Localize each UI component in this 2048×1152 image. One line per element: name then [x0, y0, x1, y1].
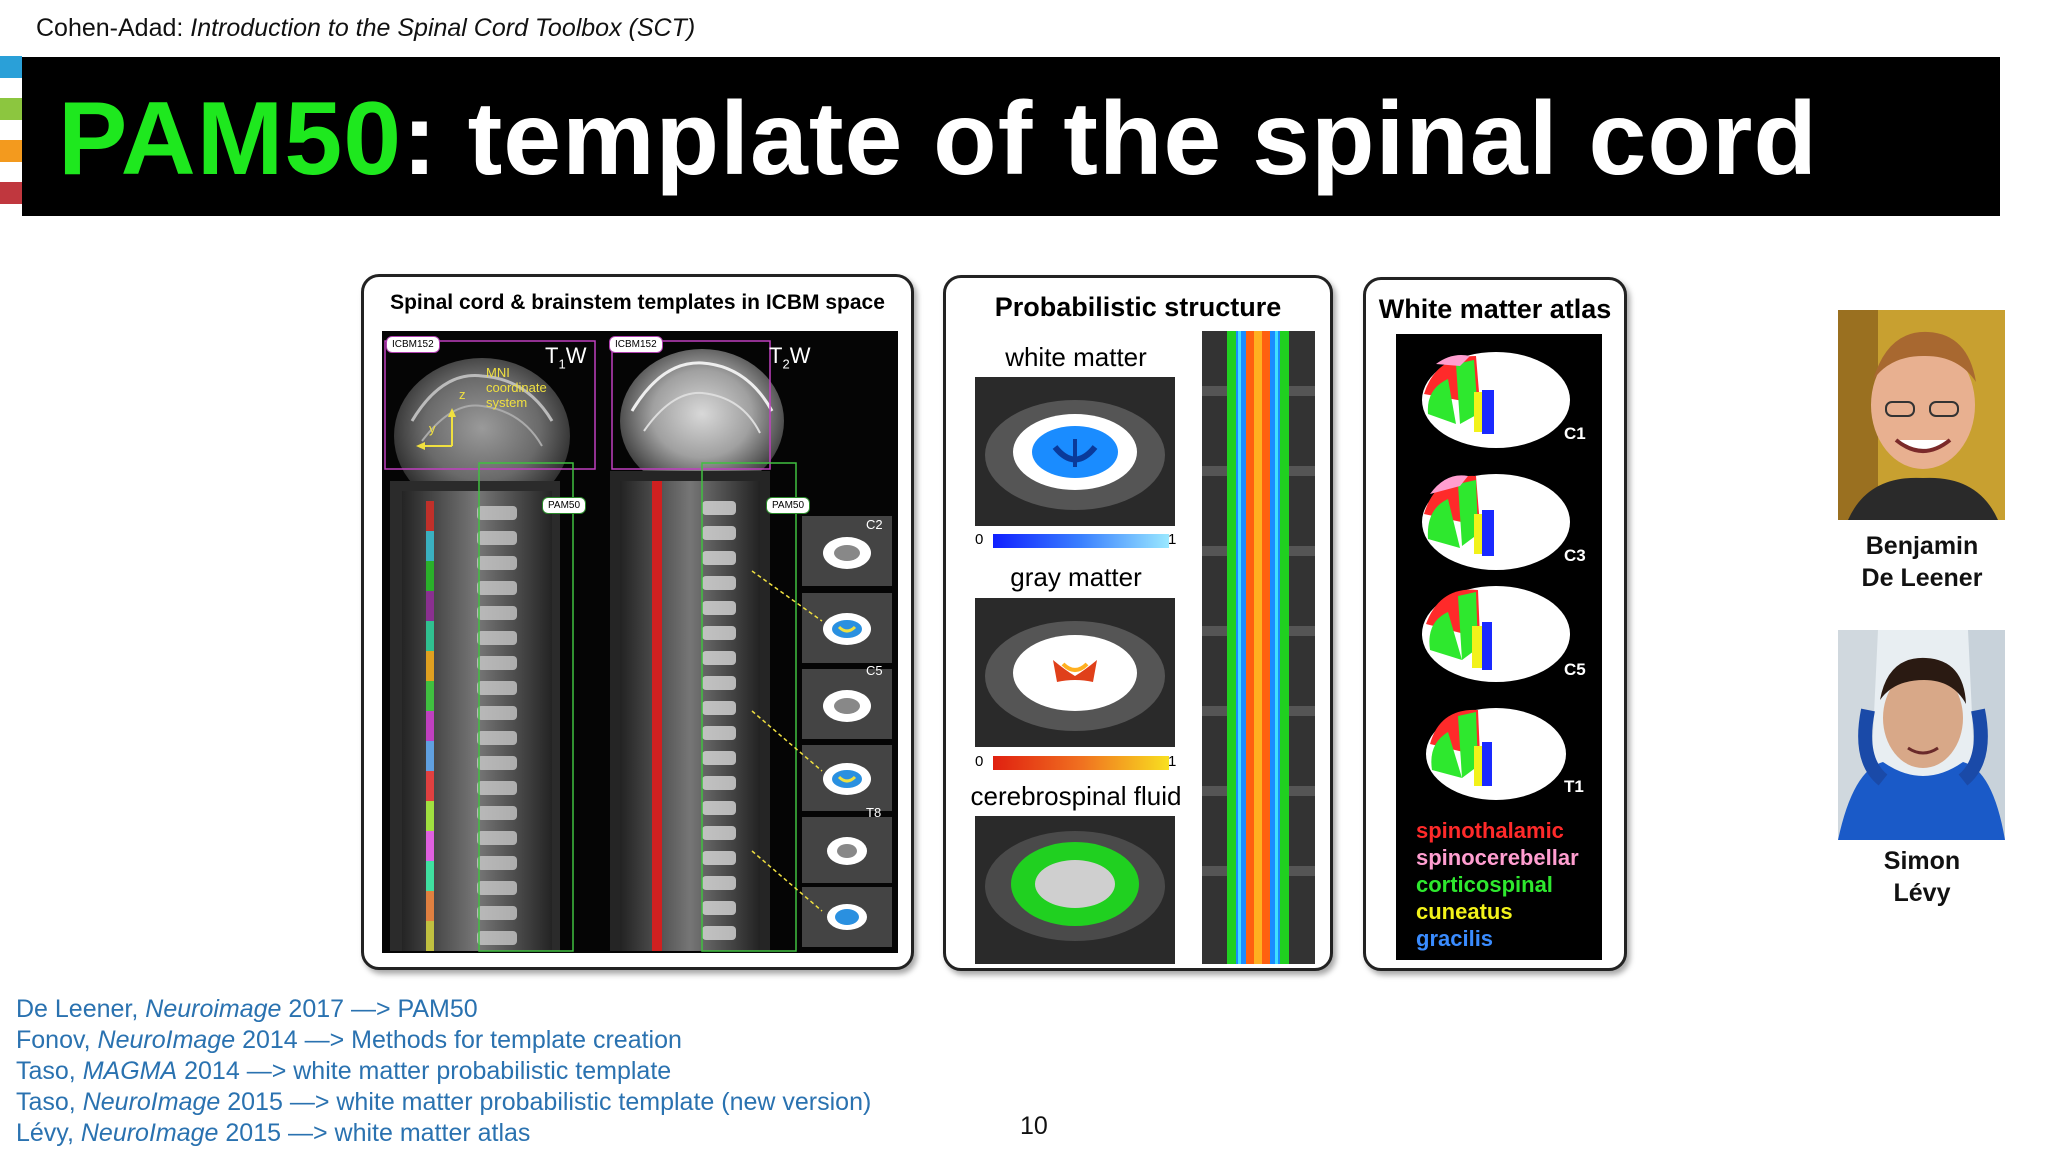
side-bar-blue: [0, 56, 22, 78]
atlas-slice-t1: [1426, 708, 1566, 800]
atlas-slice-c5: [1422, 586, 1570, 682]
simon-first: Simon: [1883, 847, 1961, 875]
gray-matter-image: [975, 598, 1175, 747]
reference-item: De Leener, Neuroimage 2017 —> PAM50: [16, 995, 478, 1023]
gm-scale-min: 0: [975, 753, 984, 770]
name-benjamin-de-leener: Benjamin De Leener: [1822, 530, 2022, 594]
simon-last: Lévy: [1893, 879, 1951, 907]
wm-scale-max: 1: [1168, 531, 1177, 548]
t1-icbm-tag: ICBM152: [386, 336, 440, 353]
probabilistic-panel-title: Probabilistic structure: [994, 292, 1282, 322]
portrait-simon: [1838, 630, 2005, 840]
photo-simon-levy: [1838, 630, 2005, 840]
templates-panel: Spinal cord & brainstem templates in ICB…: [361, 274, 914, 970]
wm-scale-min: 0: [975, 531, 984, 548]
white-matter-slice: [975, 377, 1175, 526]
side-bar-green: [0, 98, 22, 120]
title-rest: : template of the spinal cord: [402, 81, 1818, 197]
t1w-label: T1W: [545, 343, 587, 372]
benjamin-last: De Leener: [1861, 564, 1983, 592]
name-simon-levy: Simon Lévy: [1822, 845, 2022, 909]
mni-line-2: coordinate: [486, 380, 547, 395]
mni-line-3: system: [486, 395, 528, 410]
side-bar-orange: [0, 140, 22, 162]
atlas-level-t1: T1: [1564, 777, 1584, 796]
t2w-label: T2W: [769, 343, 811, 372]
t1-vertebrae: [477, 506, 517, 945]
sagittal-map-image: [1202, 331, 1315, 964]
t2-pam-tag: PAM50: [766, 497, 811, 514]
legend-corticospinal: corticospinal: [1416, 872, 1553, 897]
legend-spinocerebellar: spinocerebellar: [1416, 845, 1579, 870]
slide-title: PAM50: template of the spinal cord: [58, 80, 1818, 199]
templates-panel-title: Spinal cord & brainstem templates in ICB…: [390, 291, 885, 314]
page-number: 10: [1020, 1112, 1048, 1140]
atlas-panel-title: White matter atlas: [1378, 294, 1612, 324]
axis-z-label: z: [459, 387, 466, 402]
t2-vertebrae: [702, 501, 736, 940]
title-highlight: PAM50: [58, 81, 403, 197]
portrait-benjamin: [1838, 310, 2005, 520]
level-c2: C2: [866, 517, 883, 532]
t2-pam-box: [701, 462, 797, 952]
csf-image: [975, 816, 1175, 964]
t2-icbm-box: [611, 340, 771, 470]
axis-y-label: y: [429, 421, 436, 436]
t2-cord: [652, 481, 662, 951]
level-c5: C5: [866, 663, 883, 678]
white-matter-colorbar: [993, 534, 1169, 548]
mri-figure: ICBM152 ICBM152 PAM50 PAM50 T1W T2W z y …: [382, 331, 898, 953]
gray-matter-slice: [975, 598, 1175, 747]
csf-label: cerebrospinal fluid: [970, 781, 1182, 811]
side-bar-red: [0, 182, 22, 204]
white-matter-image: [975, 377, 1175, 526]
header-course: Introduction to the Spinal Cord Toolbox …: [190, 14, 696, 42]
reference-item: Taso, NeuroImage 2015 —> white matter pr…: [16, 1088, 872, 1116]
reference-item: Taso, MAGMA 2014 —> white matter probabi…: [16, 1057, 672, 1085]
references: De Leener, Neuroimage 2017 —> PAM50 Fono…: [16, 994, 871, 1149]
legend-gracilis: gracilis: [1416, 926, 1494, 951]
t1-pam-tag: PAM50: [542, 497, 587, 514]
gm-scale-max: 1: [1168, 753, 1177, 770]
legend-cuneatus: cuneatus: [1416, 899, 1513, 924]
slice-leaders: [751, 570, 823, 912]
white-matter-label: white matter: [1005, 342, 1147, 372]
photo-benjamin-de-leener: [1838, 310, 2005, 520]
mri-illustration: [384, 340, 892, 952]
atlas-panel: White matter atlas: [1363, 277, 1627, 971]
gray-matter-colorbar: [993, 756, 1169, 770]
probabilistic-panel: Probabilistic structure white matter 0 1…: [943, 275, 1333, 971]
benjamin-first: Benjamin: [1865, 532, 1979, 560]
t1-gyri: [410, 374, 554, 422]
mni-line-1: MNI: [486, 365, 510, 380]
axial-slices: [802, 516, 892, 947]
side-color-bars: [0, 56, 22, 224]
atlas-image: [1422, 352, 1570, 800]
reference-item: Fonov, NeuroImage 2014 —> Methods for te…: [16, 1026, 682, 1054]
t2-icbm-tag: ICBM152: [609, 336, 663, 353]
atlas-slice-c3: [1422, 474, 1570, 570]
atlas-slice-c1: [1422, 352, 1570, 448]
atlas-level-c5: C5: [1564, 660, 1586, 679]
atlas-figure: C1 C3 C5 T1 spinothalamic spinocerebella…: [1396, 334, 1602, 960]
sagittal-probability-map: [1202, 331, 1315, 964]
mni-label: MNI coordinate system: [486, 365, 547, 410]
t1-brain: [394, 358, 570, 514]
t1-level-strip: [426, 501, 434, 951]
gray-matter-label: gray matter: [1010, 562, 1142, 592]
t1-icbm-box: [384, 340, 596, 470]
t1-pam-box: [478, 462, 574, 952]
legend-spinothalamic: spinothalamic: [1416, 818, 1564, 843]
level-t8: T8: [866, 805, 882, 820]
header-citation: Cohen-Adad: Introduction to the Spinal C…: [36, 14, 695, 43]
reference-item: Lévy, NeuroImage 2015 —> white matter at…: [16, 1119, 531, 1147]
title-bar: [22, 57, 2000, 216]
csf-slice: [975, 816, 1175, 964]
t2-brain: [620, 349, 784, 493]
atlas-level-c1: C1: [1564, 424, 1586, 443]
header-author: Cohen-Adad:: [36, 14, 184, 42]
atlas-level-c3: C3: [1564, 546, 1586, 565]
